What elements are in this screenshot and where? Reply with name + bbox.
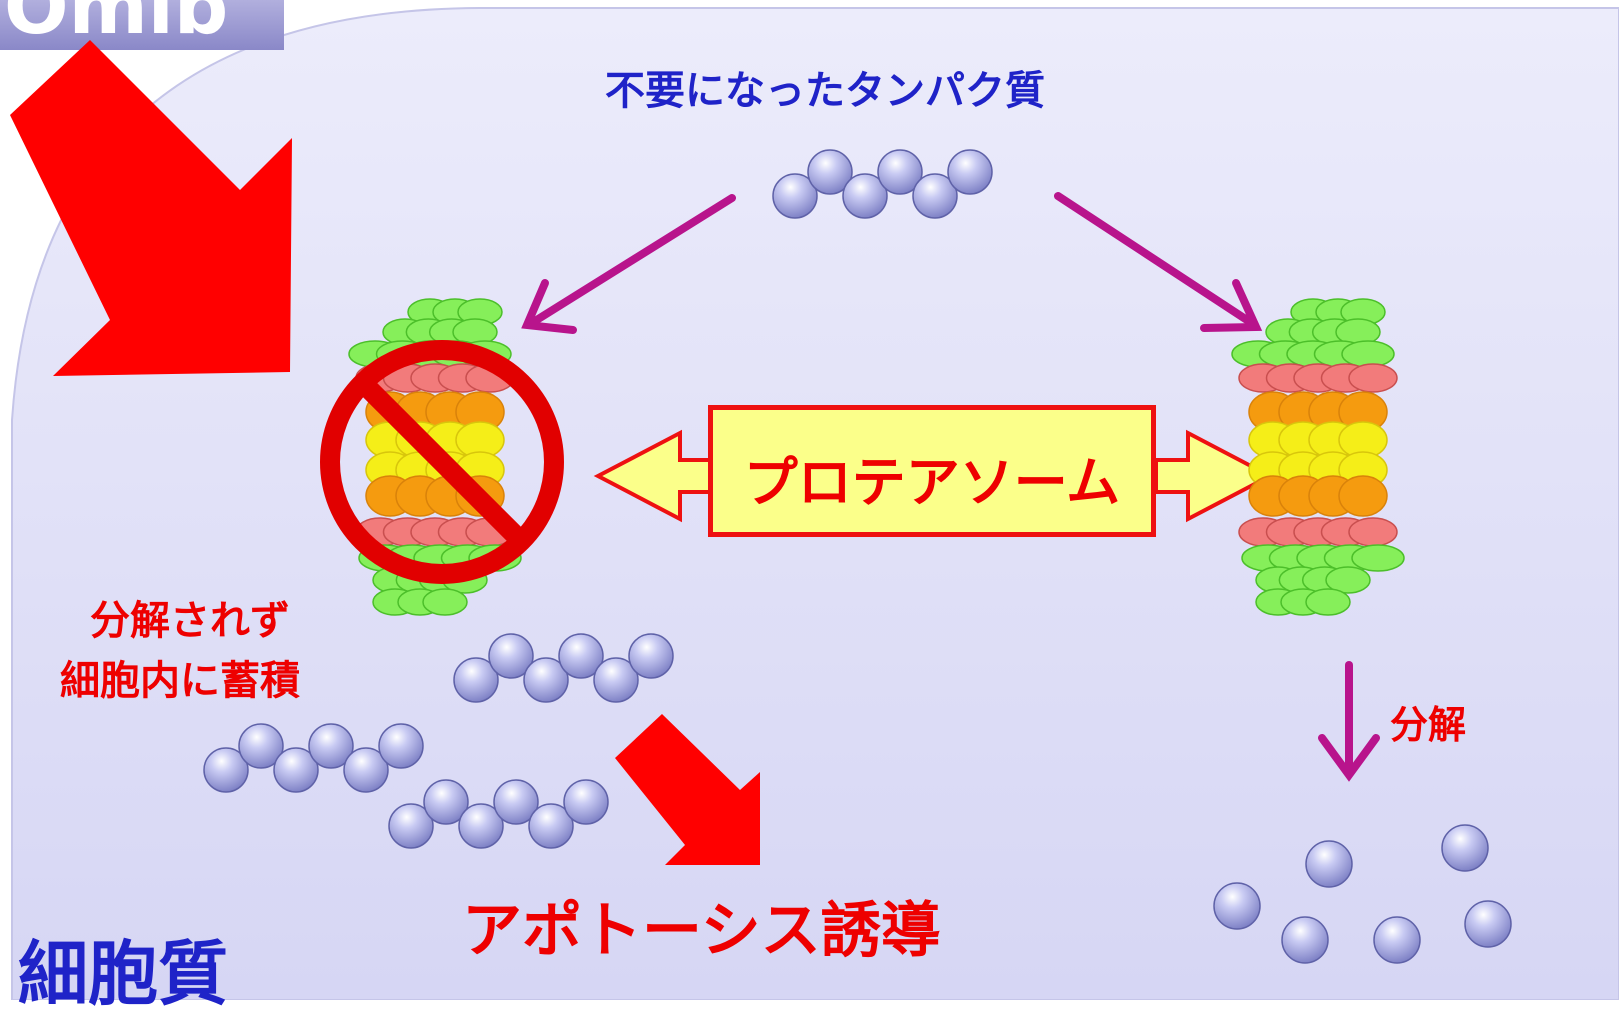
protein-bead: [772, 173, 818, 219]
beta-subunit: [1338, 475, 1388, 517]
alpha-ring: [1348, 517, 1398, 547]
cap-subunit: [1351, 544, 1405, 572]
unwanted-protein-label: 不要になったタンパク質: [605, 68, 1045, 114]
protein-bead: [423, 779, 469, 825]
protein-bead: [388, 803, 434, 849]
protein-chain: [772, 149, 993, 219]
corner-tab: [0, 0, 284, 50]
degraded-bead: [1213, 882, 1261, 930]
apoptosis-label: アポトーシス誘導: [462, 896, 941, 966]
pathway-arrows: [521, 192, 1380, 782]
degraded-bead: [1305, 840, 1353, 888]
cap-subunit: [1305, 588, 1351, 616]
protein-bead: [947, 149, 993, 195]
protein-bead: [238, 723, 284, 769]
protein-bead: [628, 633, 674, 679]
cap-subunit: [1325, 566, 1371, 594]
cytoplasm-label: 細胞質: [18, 933, 228, 1015]
cap-subunit: [1341, 340, 1395, 368]
protein-bead: [523, 657, 569, 703]
protein-bead: [593, 657, 639, 703]
corner-tab-label: Omib: [4, 0, 229, 51]
degraded-bead: [1281, 916, 1329, 964]
protein-bead: [842, 173, 888, 219]
degraded-bead: [1441, 824, 1489, 872]
stimulus-arrow: [10, 40, 292, 376]
protein-bead: [912, 173, 958, 219]
protein-bead: [378, 723, 424, 769]
protein-bead: [488, 633, 534, 679]
cap-subunit: [422, 588, 468, 616]
degraded-bead: [1373, 916, 1421, 964]
alpha-ring: [1348, 363, 1398, 393]
proteasome-complex: [1231, 298, 1405, 616]
inhibition-icon: [320, 340, 564, 584]
apoptosis-arrow: [615, 714, 760, 865]
degradation-label: 分解: [1390, 703, 1467, 747]
not-degraded-label: 分解されず: [90, 598, 290, 644]
protein-bead: [528, 803, 574, 849]
protein-bead: [308, 723, 354, 769]
protein-bead: [563, 779, 609, 825]
protein-bead: [458, 803, 504, 849]
protein-chain: [203, 723, 424, 793]
proteasome-label: プロテアソーム: [743, 451, 1121, 514]
accumulation-label: 細胞内に蓄積: [60, 658, 300, 704]
proteasome-label-box: [708, 405, 1156, 537]
protein-bead: [273, 747, 319, 793]
degraded-bead: [1464, 900, 1512, 948]
protein-bead: [453, 657, 499, 703]
protein-chain: [453, 633, 674, 703]
protein-bead: [558, 633, 604, 679]
protein-bead: [877, 149, 923, 195]
protein-bead: [343, 747, 389, 793]
protein-clusters: [203, 149, 1512, 964]
protein-bead: [203, 747, 249, 793]
protein-bead: [807, 149, 853, 195]
protein-bead: [493, 779, 539, 825]
protein-chain: [388, 779, 609, 849]
